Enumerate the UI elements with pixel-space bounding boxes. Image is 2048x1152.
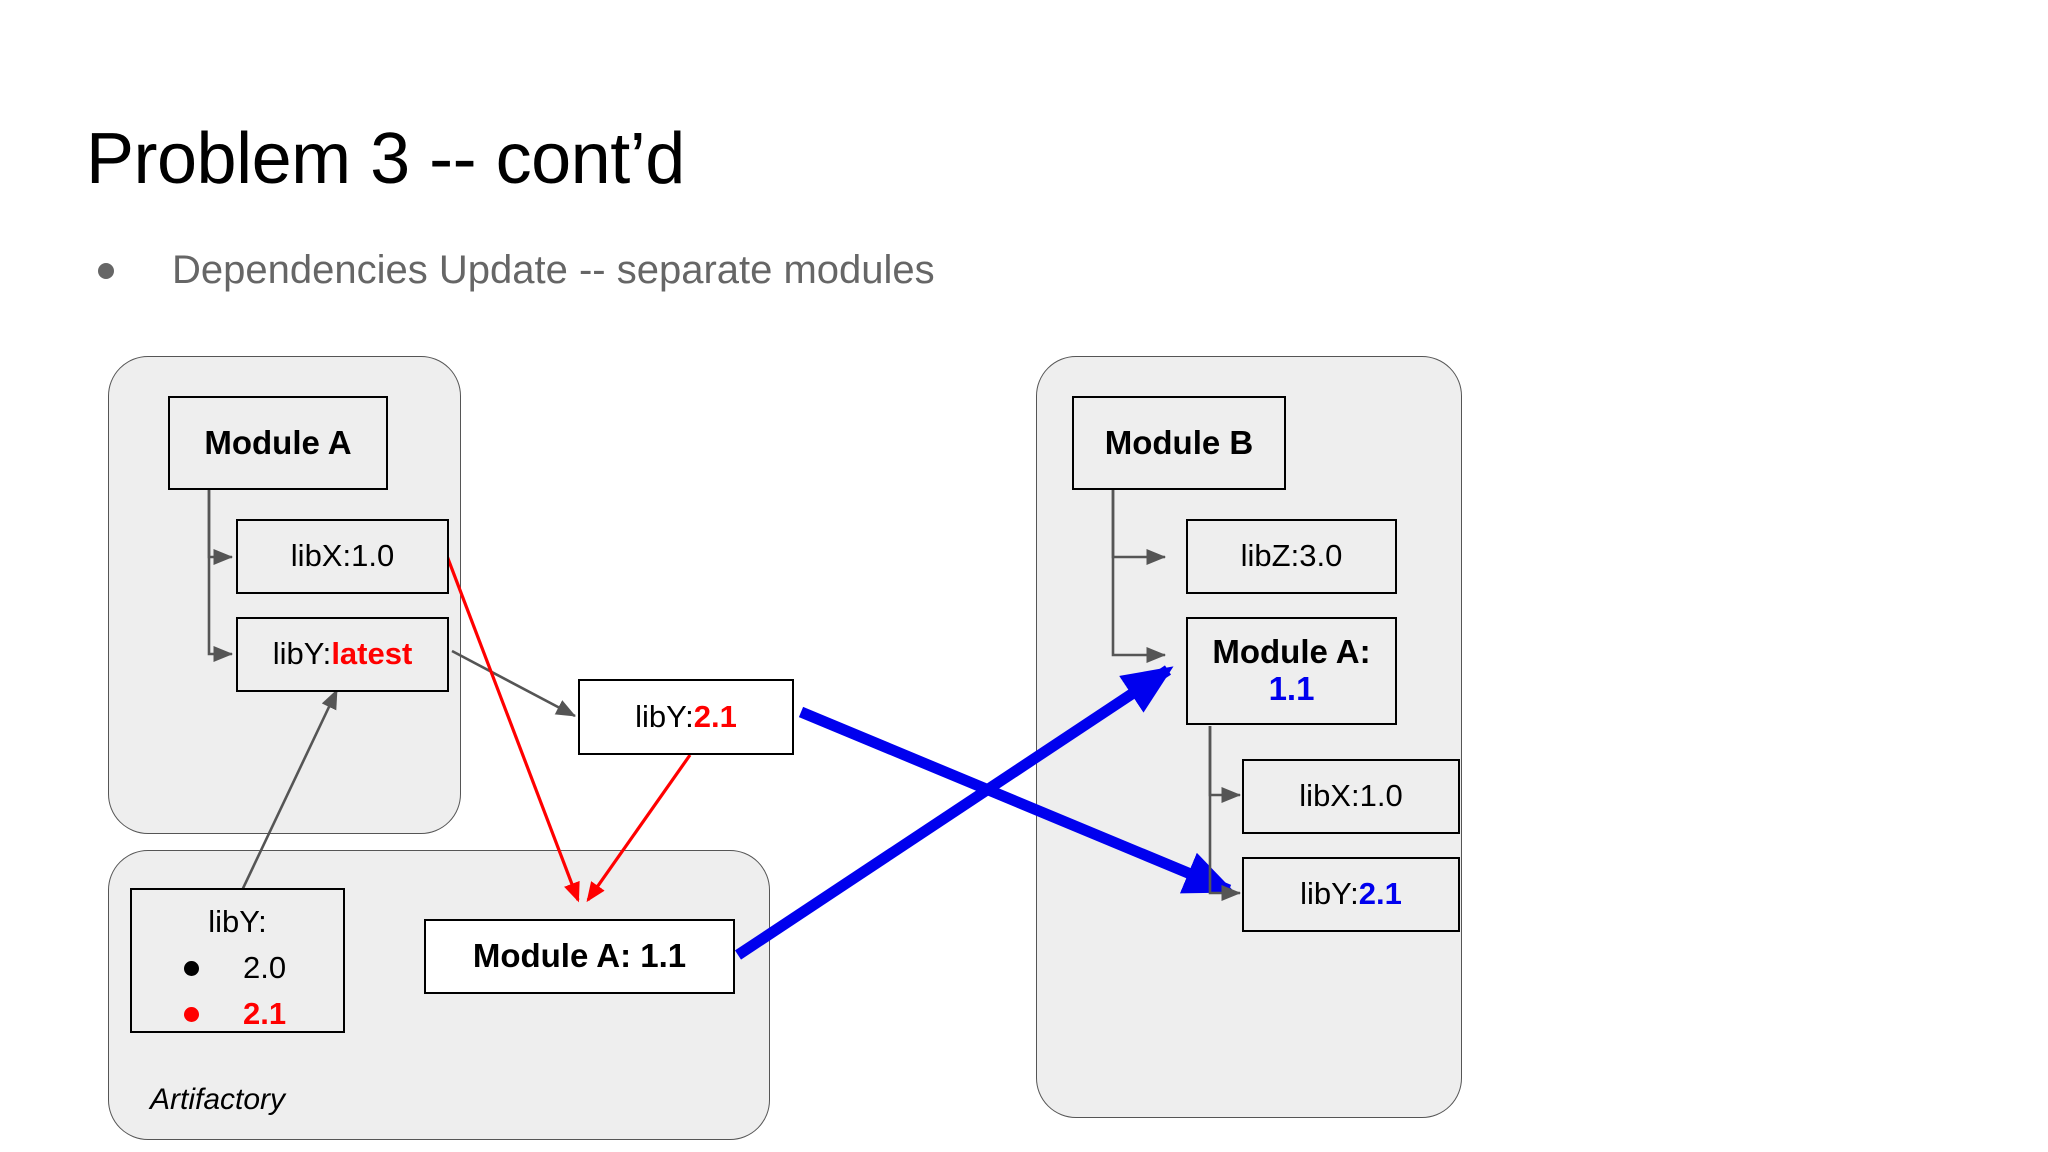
node-left-liby-prefix: libY: (272, 636, 332, 672)
node-module-b[interactable]: Module B (1072, 396, 1286, 490)
version-marker-dot-icon (184, 1006, 199, 1022)
node-mid-module-a-11[interactable]: Module A: 1.1 (424, 919, 735, 994)
node-right-libx-label: libX:1.0 (1299, 778, 1403, 814)
list-item[interactable]: 2.0 (150, 950, 325, 986)
node-left-libx-label: libX:1.0 (290, 538, 395, 574)
node-right-libz[interactable]: libZ:3.0 (1186, 519, 1397, 594)
node-module-a[interactable]: Module A (168, 396, 388, 490)
node-left-liby-version: latest (331, 636, 413, 672)
node-right-liby-prefix: libY: (1300, 876, 1359, 912)
node-mid-module-a-11-label: Module A: 1.1 (472, 937, 687, 975)
bullet-dot-icon (98, 262, 114, 279)
artifactory-liby-title: libY: (208, 904, 267, 939)
edge-left-libx-to-module-a-11 (445, 555, 580, 903)
node-right-libx[interactable]: libX:1.0 (1242, 759, 1460, 834)
node-left-libx[interactable]: libX:1.0 (236, 519, 449, 594)
node-module-b-label: Module B (1104, 423, 1254, 461)
node-right-module-a-name: Module A: (1212, 633, 1371, 671)
node-right-liby-version: 2.1 (1358, 876, 1402, 912)
list-item[interactable]: 2.1 (150, 996, 325, 1032)
node-right-libz-label: libZ:3.0 (1240, 538, 1343, 574)
node-mid-liby-prefix: libY: (635, 698, 694, 734)
node-mid-liby-21[interactable]: libY:2.1 (578, 679, 794, 755)
version-value: 2.1 (243, 996, 287, 1031)
edge-liby-latest-to-mid-liby-21 (451, 649, 576, 718)
bullet-item: Dependencies Update -- separate modules (98, 248, 935, 293)
node-right-liby-21[interactable]: libY:2.1 (1242, 857, 1460, 932)
node-right-module-a-11[interactable]: Module A: 1.1 (1186, 617, 1397, 725)
node-right-module-a-version: 1.1 (1268, 670, 1315, 707)
node-mid-liby-version: 2.1 (693, 698, 737, 734)
bullet-label: Dependencies Update -- separate modules (172, 248, 935, 292)
version-value: 2.0 (243, 950, 287, 985)
node-left-liby-latest[interactable]: libY:latest (236, 617, 449, 692)
artifactory-liby-versions[interactable]: libY: 2.0 2.1 (130, 888, 345, 1033)
panel-artifactory-label: Artifactory (150, 1083, 286, 1116)
node-module-a-label: Module A (204, 423, 352, 461)
page-title: Problem 3 -- cont’d (86, 119, 685, 199)
version-marker-dot-icon (184, 960, 199, 976)
